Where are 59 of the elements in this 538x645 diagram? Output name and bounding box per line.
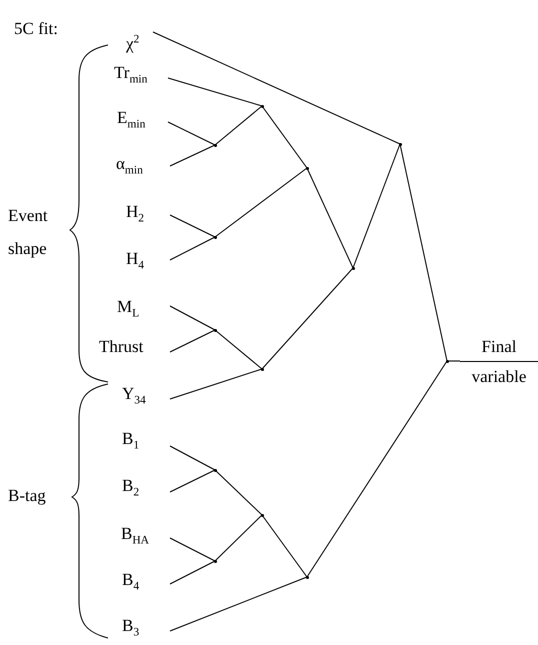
connector-line <box>400 144 448 362</box>
variable-label: Thrust <box>99 333 170 361</box>
connector-line <box>170 538 216 562</box>
junction-point <box>260 514 264 516</box>
connector-line <box>214 470 262 516</box>
connector-line <box>170 368 262 400</box>
junction-point <box>306 166 308 170</box>
connector-line <box>170 576 308 632</box>
connector-line <box>170 446 216 470</box>
group-label: B-tag <box>8 485 46 507</box>
connector-line <box>170 330 216 352</box>
variable-label: B$_{2}$ <box>122 472 170 500</box>
connector-line <box>262 514 308 578</box>
connector-line <box>214 330 262 370</box>
connector-line <box>170 470 216 492</box>
connector-line <box>170 306 216 330</box>
connector-line <box>168 78 262 106</box>
junction-point <box>214 468 216 472</box>
variable-label: B$_{1}$ <box>122 425 170 453</box>
variable-label: B$_{HA}$ <box>121 520 170 548</box>
variable-label: B$_{3}$ <box>122 612 170 640</box>
connector-line <box>168 122 216 146</box>
junction-point <box>260 104 264 108</box>
connector-line <box>170 144 216 166</box>
output-label: Final <box>480 336 518 358</box>
junction-point <box>214 144 216 146</box>
junction-point <box>446 360 448 362</box>
connector-line <box>306 168 354 268</box>
connector-line <box>214 106 262 146</box>
variable-label: Tr$_{min}$ <box>114 59 168 87</box>
group-label: Event shape <box>8 205 49 260</box>
junction-point <box>352 266 354 270</box>
junction-point <box>214 236 216 238</box>
junction-point <box>214 560 216 562</box>
variable-label: E$_{min}$ <box>117 104 168 132</box>
junction-point <box>398 142 402 146</box>
group-label: 5C fit: <box>14 18 58 40</box>
variable-label: H$_{4}$ <box>126 245 170 273</box>
connector-line <box>152 32 400 144</box>
connector-line <box>446 360 460 362</box>
junction-point <box>260 368 264 370</box>
connector-line <box>214 514 262 562</box>
connector-line <box>352 144 400 268</box>
variable-label: H$_{2}$ <box>126 198 170 226</box>
connector-line <box>170 236 216 260</box>
connector-line <box>262 106 308 168</box>
connector-line <box>170 214 216 238</box>
variable-label: χ$^{2}$ <box>126 30 153 58</box>
connector-line <box>262 268 354 370</box>
variable-label: Y$_{34}$ <box>122 380 170 408</box>
variable-label: M$_{L}$ <box>117 293 170 321</box>
connector-line <box>306 360 448 578</box>
junction-point <box>214 328 216 332</box>
junction-point <box>306 576 308 578</box>
output-label: variable <box>470 366 528 388</box>
connector-line <box>170 560 216 584</box>
variable-label: α$_{min}$ <box>116 150 170 178</box>
variable-label: B$_{4}$ <box>122 566 170 594</box>
connector-line <box>214 168 308 238</box>
